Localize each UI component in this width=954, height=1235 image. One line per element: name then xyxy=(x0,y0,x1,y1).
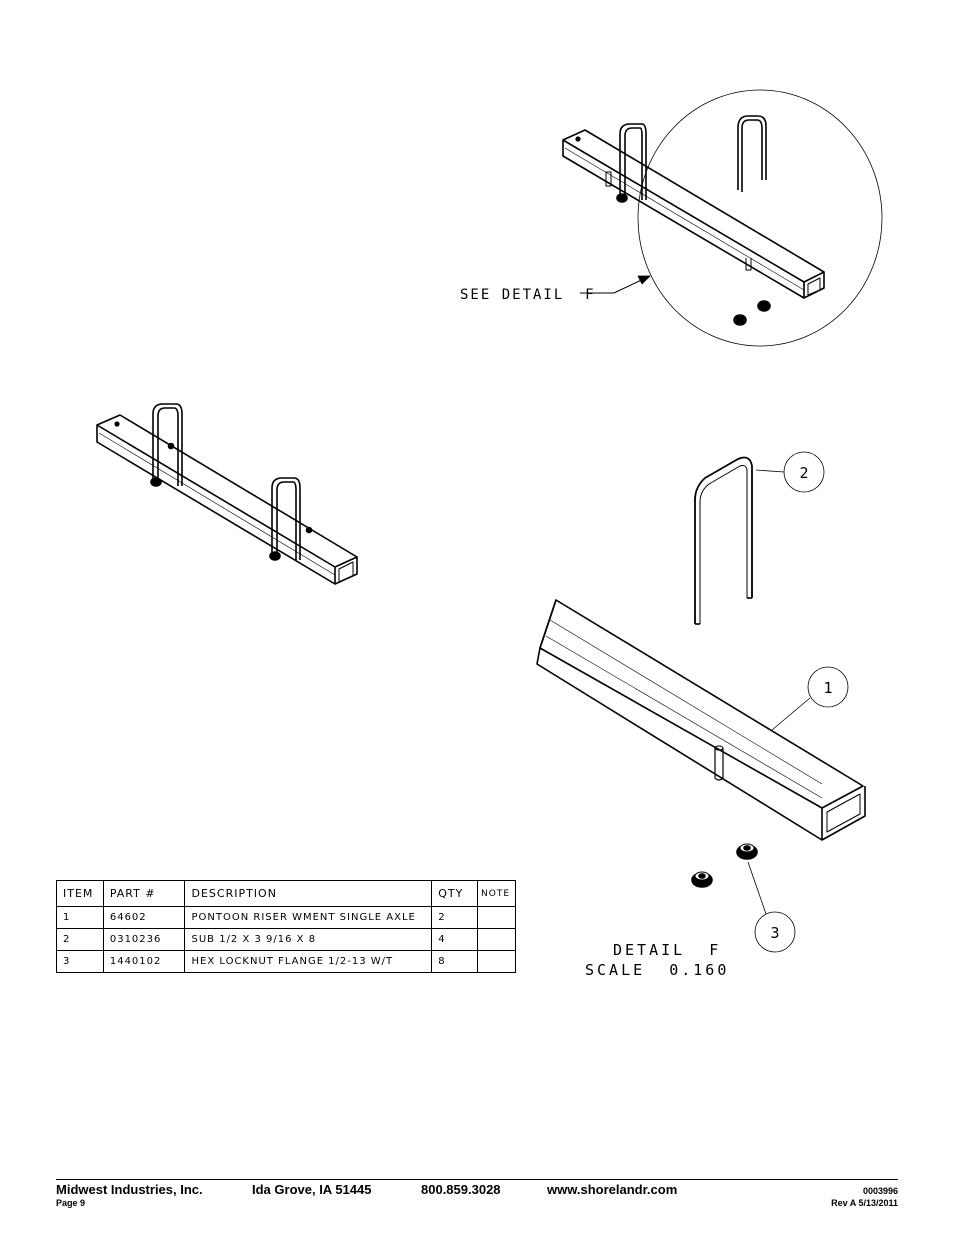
footer-page-number: Page 9 xyxy=(56,1198,86,1208)
bom-header-part: PART # xyxy=(102,880,186,907)
footer-divider xyxy=(56,1179,898,1180)
bom-header-qty: QTY xyxy=(431,880,479,907)
footer-website: www.shorelandr.com xyxy=(547,1182,678,1197)
bom-description: HEX LOCKNUT FLANGE 1/2-13 W/T xyxy=(184,950,433,973)
bom-part: 0310236 xyxy=(102,928,186,951)
bom-qty: 4 xyxy=(431,928,479,951)
bom-description: SUB 1/2 X 3 9/16 X 8 xyxy=(184,928,433,951)
bom-header-description: DESCRIPTION xyxy=(184,880,433,907)
bom-qty: 2 xyxy=(431,906,479,929)
top-riser-view xyxy=(562,89,883,347)
balloon-3-number: 3 xyxy=(770,924,779,942)
footer-doc-number: 0003996 xyxy=(862,1186,898,1196)
bom-part: 1440102 xyxy=(102,950,186,973)
bom-header-note: NOTE xyxy=(477,880,516,907)
footer-phone: 800.859.3028 xyxy=(421,1182,501,1197)
see-detail-label: SEE DETAIL F xyxy=(460,287,596,303)
table-row: 1 64602 PONTOON RISER WMENT SINGLE AXLE … xyxy=(56,906,516,929)
bom-part: 64602 xyxy=(102,906,186,929)
balloon-1-number: 1 xyxy=(823,679,832,697)
bom-item: 3 xyxy=(56,950,104,973)
bom-header-item: ITEM xyxy=(56,880,104,907)
bill-of-materials: ITEM PART # DESCRIPTION QTY NOTE 1 64602… xyxy=(56,880,516,973)
bom-note xyxy=(477,928,516,951)
balloon-2-number: 2 xyxy=(799,464,808,482)
bom-note xyxy=(477,906,516,929)
bom-item: 2 xyxy=(56,928,104,951)
balloon-1 xyxy=(771,666,849,731)
table-row: 2 0310236 SUB 1/2 X 3 9/16 X 8 4 xyxy=(56,928,516,951)
bom-description: PONTOON RISER WMENT SINGLE AXLE xyxy=(184,906,433,929)
locknut-1 xyxy=(691,871,713,888)
balloon-3 xyxy=(747,861,796,953)
locknut-2 xyxy=(736,843,758,860)
detail-title: DETAIL F xyxy=(613,941,721,959)
table-row: 3 1440102 HEX LOCKNUT FLANGE 1/2-13 W/T … xyxy=(56,950,516,973)
detail-f-view xyxy=(536,451,866,953)
bom-item: 1 xyxy=(56,906,104,929)
footer-company: Midwest Industries, Inc. xyxy=(56,1182,203,1197)
detail-scale: SCALE 0.160 xyxy=(585,961,729,979)
bom-qty: 8 xyxy=(431,950,479,973)
bom-note xyxy=(477,950,516,973)
left-riser-view xyxy=(96,403,358,585)
footer-city: Ida Grove, IA 51445 xyxy=(252,1182,372,1197)
balloon-2 xyxy=(755,451,825,493)
bom-header-row: ITEM PART # DESCRIPTION QTY NOTE xyxy=(56,880,516,907)
footer-revision: Rev A 5/13/2011 xyxy=(831,1198,898,1208)
